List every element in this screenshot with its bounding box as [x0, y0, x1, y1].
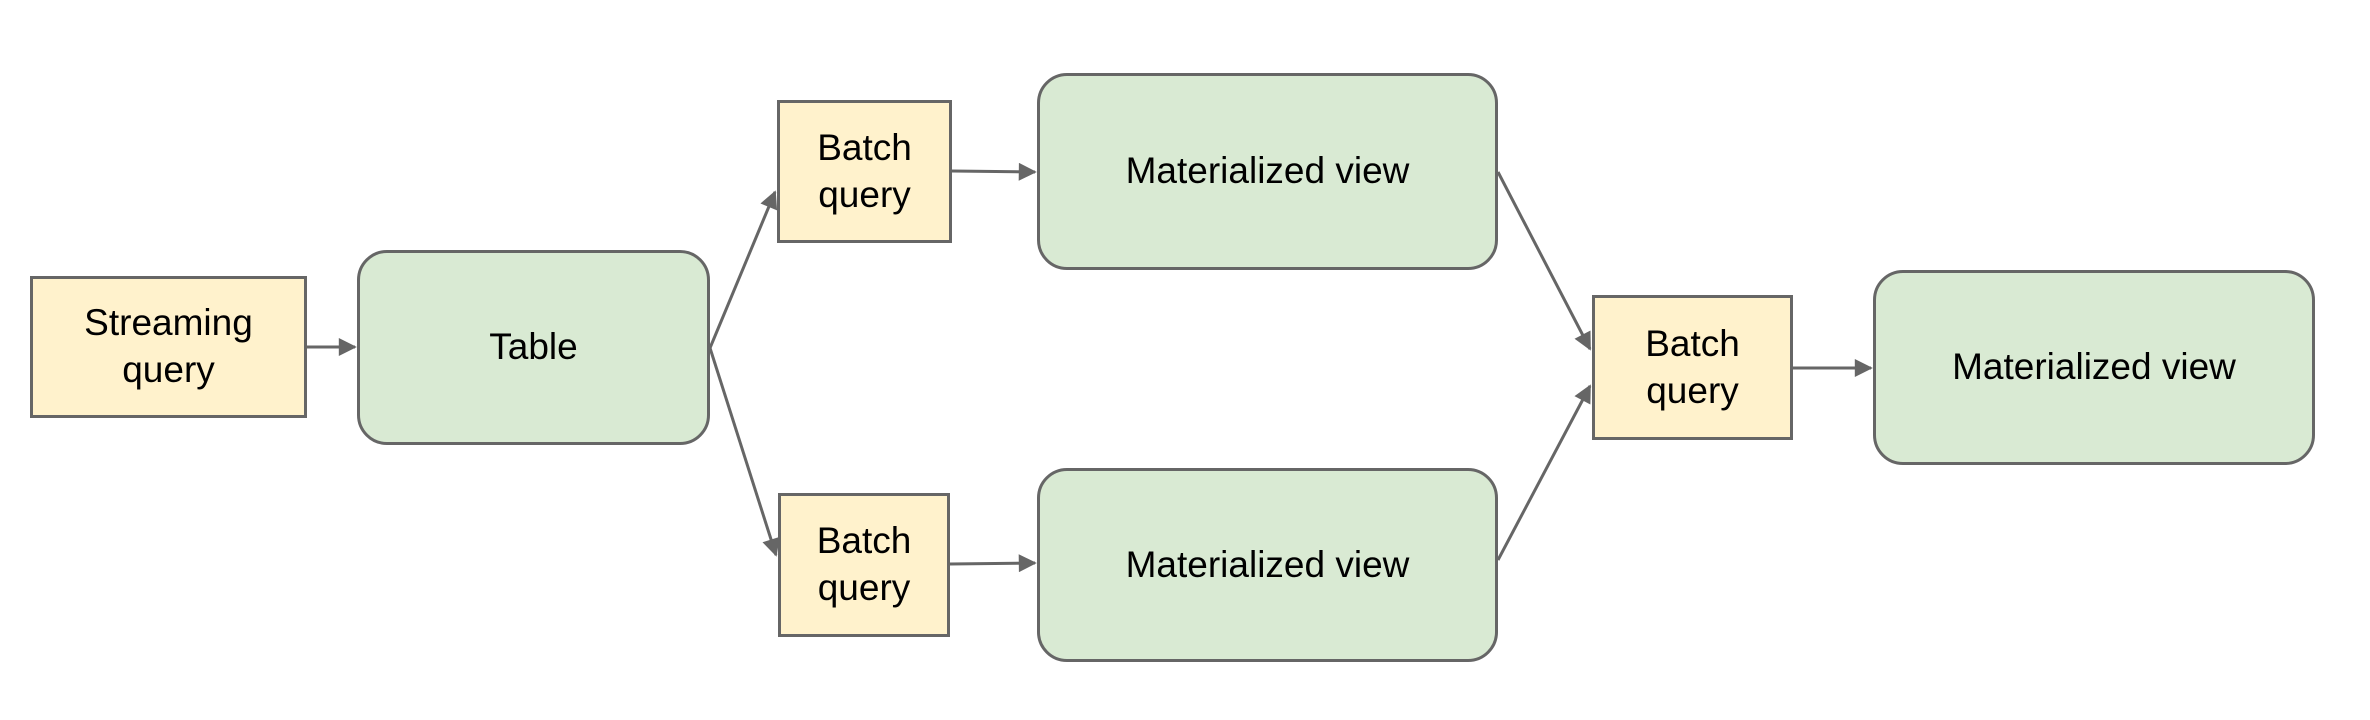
node-table-label: Table: [489, 326, 578, 368]
node-materialized-view-bottom: Materialized view: [1037, 468, 1498, 662]
node-batch-query-bottom: Batch query: [778, 493, 950, 637]
node-materialized-view-top-label: Materialized view: [1125, 150, 1410, 192]
node-table: Table: [357, 250, 710, 445]
node-batch-query-top: Batch query: [777, 100, 952, 243]
node-materialized-view-final-label: Materialized view: [1952, 346, 2236, 388]
node-streaming-query-label: Streaming query: [84, 302, 253, 390]
arrow-batch-bottom-to-mv-bottom: [949, 554, 1037, 573]
node-batch-query-bottom-label: Batch query: [816, 520, 912, 608]
arrow-mv-top-to-batch-merge: [1496, 171, 1592, 351]
node-materialized-view-top: Materialized view: [1037, 73, 1498, 270]
arrow-table-to-batch-bottom: [708, 347, 780, 557]
node-materialized-view-final: Materialized view: [1873, 270, 2315, 465]
node-batch-query-merge: Batch query: [1592, 295, 1793, 440]
arrow-table-to-batch-top: [708, 190, 778, 349]
node-streaming-query: Streaming query: [30, 276, 307, 418]
node-batch-query-top-label: Batch query: [817, 126, 912, 215]
node-batch-query-merge-label: Batch query: [1645, 322, 1740, 411]
node-materialized-view-bottom-label: Materialized view: [1125, 543, 1410, 585]
arrow-batch-top-to-mv-top: [951, 162, 1037, 181]
arrow-mv-bottom-to-batch-merge: [1496, 384, 1592, 561]
